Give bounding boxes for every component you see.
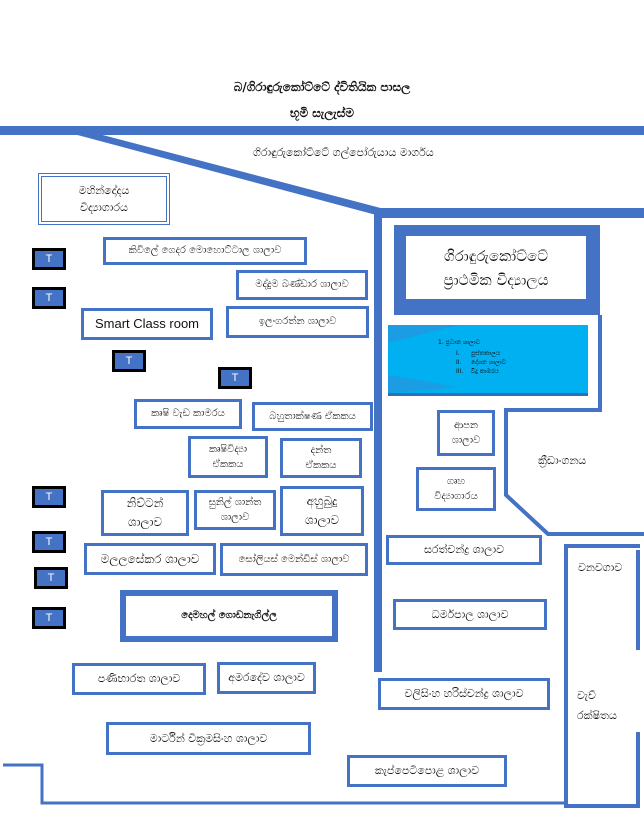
playground-boundary-left — [504, 408, 508, 496]
map-subtitle: භූමි සැලැස්ම — [290, 106, 354, 120]
map-title: බ/ගිරාඳුරුකෝට්ටේ ද්විතියික පාසල — [233, 80, 411, 94]
building-dharmapala[interactable]: ධර්මපාල ශාලාව — [393, 599, 547, 630]
building-maddumabandara[interactable]: මද්දුම බණ්ඩාර ශාලාව — [236, 270, 368, 300]
reservation-border-right-lower — [636, 732, 640, 808]
building-apana[interactable]: ආපන ශාලාව — [437, 410, 495, 456]
inset-main-item: 1. ප්‍රධාන ශාලාව — [438, 339, 481, 346]
building-bahuthakshana[interactable]: බහුතාක්ෂණ ඒකකය — [252, 402, 373, 431]
building-smart-class[interactable]: Smart Class room — [81, 308, 213, 340]
top-road — [0, 126, 644, 135]
right-top-road — [376, 208, 644, 218]
inset-decoration — [388, 325, 458, 393]
reservation-border-top — [564, 544, 640, 548]
building-martin-wickramasinghe[interactable]: මාර්ටින් වික්‍රමසිංහ ශාලාව — [106, 722, 311, 755]
primary-boundary-bottom — [506, 408, 602, 412]
toilet-badge[interactable]: T — [32, 531, 66, 553]
reservation-border-right-upper — [636, 550, 640, 650]
inset-item-electric-room: III. විදු කාමරය — [456, 368, 499, 375]
building-demahal[interactable]: දෙමහල් ගොඩනැගිල්ල — [120, 590, 338, 642]
playground-diagonal-boundary — [504, 493, 644, 536]
toilet-badge[interactable]: T — [32, 607, 66, 629]
center-vertical-road — [374, 212, 382, 672]
diagonal-road — [70, 133, 388, 216]
building-nivtan[interactable]: නිව්ටන් ශාලාව — [101, 490, 189, 536]
building-amaradeva[interactable]: අමරදේව ශාලාව — [217, 662, 316, 694]
building-krushi-wada[interactable]: කෘෂි වැඩ කාමරය — [134, 399, 242, 429]
area-forest: වනවගාව — [578, 561, 623, 574]
building-walisinghe[interactable]: වලිසිංහ හරිස්චන්ද්‍ර ශාලාව — [378, 678, 550, 710]
reservation-border-left — [564, 546, 568, 808]
building-malalasekara[interactable]: මලලසේකර ශාලාව — [84, 543, 216, 575]
building-kiwilegedara[interactable]: කිවිලේ ගෙදර මොහොට්ටාල ශාලාව — [103, 237, 307, 265]
building-danta[interactable]: දන්ත ඒකකය — [280, 438, 362, 478]
building-sarachchandra[interactable]: සරත්චන්ද්‍ර ශාලාව — [386, 535, 542, 565]
road-label: ගිරාඳුරුකෝට්ටේ ගල්පෝරුයාය මාර්ගය — [253, 146, 434, 159]
toilet-badge[interactable]: T — [32, 287, 66, 309]
building-mahindodaya[interactable]: මහින්දෝදය විද්‍යාගාරය — [38, 173, 170, 225]
building-ahubudu[interactable]: අහුබුදු ශාලාව — [280, 486, 364, 536]
building-panibharatha[interactable]: පණිභාරත ශාලාව — [72, 663, 206, 695]
building-soliyas[interactable]: සෝලියස් මෙන්ඩිස් ශාලාව — [220, 543, 368, 576]
reservation-border-bottom — [564, 804, 640, 808]
building-sunil-shantha[interactable]: සුනිල් ශාන්ත ශාලාව — [194, 490, 276, 530]
toilet-badge[interactable]: T — [218, 367, 252, 389]
area-reservation: වැව් රක්ෂිතය — [577, 689, 617, 722]
building-keppetipola[interactable]: කැප්පෙටිපොළ ශාලාව — [347, 755, 507, 787]
building-ilangaratna[interactable]: ඉලංගරත්න ශාලාව — [226, 306, 369, 338]
toilet-badge[interactable]: T — [34, 567, 68, 589]
toilet-badge[interactable]: T — [112, 350, 146, 372]
building-gruha[interactable]: ගෘහ විද්‍යාගාරය — [416, 467, 496, 511]
building-primary-school[interactable]: ගිරාඳුරුකෝට්ටේ ප්‍රාථමික විද්‍යාලය — [406, 236, 586, 299]
toilet-badge[interactable]: T — [32, 486, 66, 508]
building-krushividya[interactable]: කෘෂිවිද්‍යා ඒකකය — [188, 436, 268, 478]
inset-item-lecture-hall: II. දේශන ශාලාව — [456, 359, 506, 366]
inset-item-library: I. පුස්තකාලය — [456, 350, 501, 357]
bottom-boundary — [3, 763, 568, 805]
area-playground: ක්‍රීඩාංගනය — [538, 454, 587, 467]
main-hall-inset: 1. ප්‍රධාන ශාලාව I. පුස්තකාලය II. දේශන ශ… — [388, 325, 588, 396]
toilet-badge[interactable]: T — [32, 248, 66, 270]
primary-boundary-right — [598, 315, 602, 412]
